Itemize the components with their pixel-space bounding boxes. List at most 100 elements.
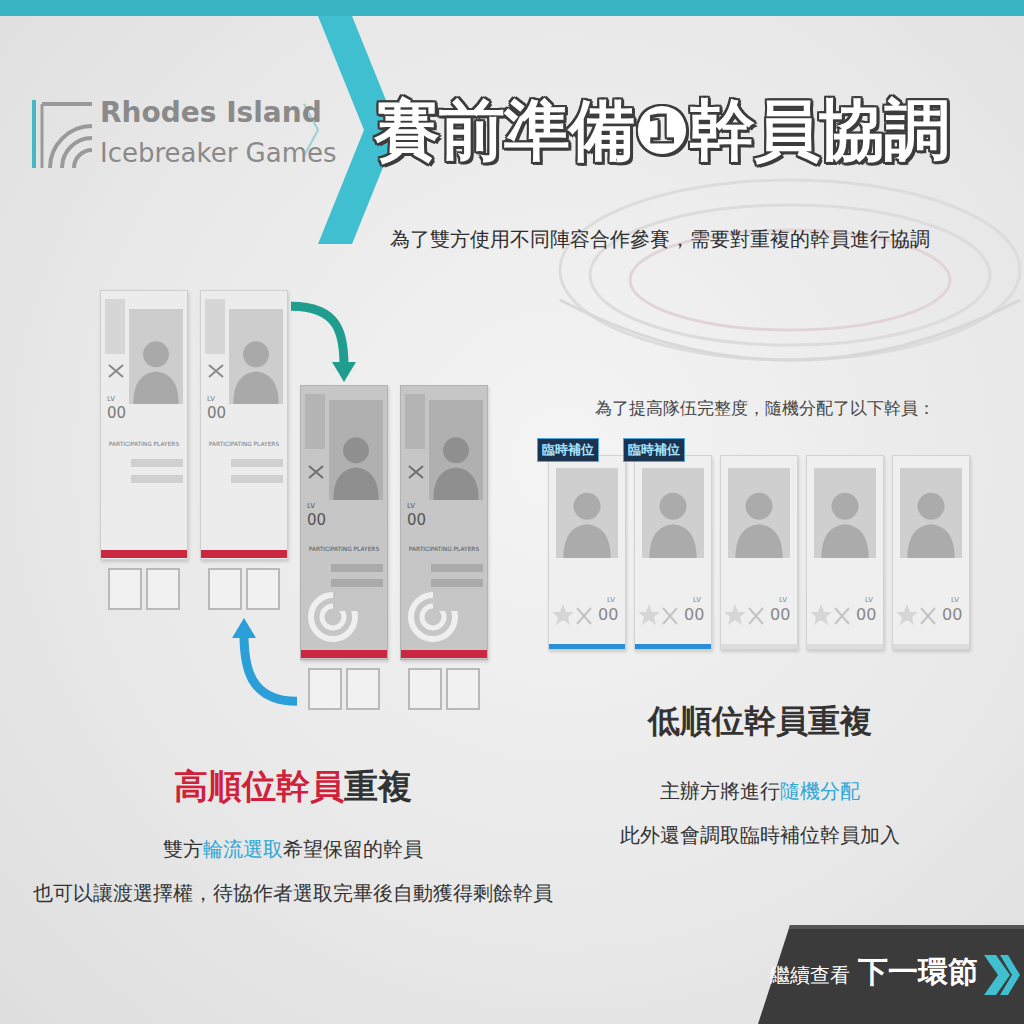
section-text: 輪流選取 (203, 836, 283, 863)
rank-stripe (893, 644, 969, 649)
rank-stripe (401, 650, 487, 658)
info-bar (231, 475, 283, 483)
portrait (900, 468, 962, 558)
rank-stripe (201, 550, 287, 558)
section-text: 隨機分配 (780, 778, 860, 805)
assign-note: 為了提高隊伍完整度，隨機分配了以下幹員： (595, 397, 935, 420)
temp-tag: 臨時補位 (623, 438, 685, 462)
slot-box (208, 568, 242, 610)
level-label: LV (865, 596, 873, 604)
info-bar (331, 564, 383, 572)
next-link: 下一環節 (858, 952, 978, 993)
card-body: LV00PARTICIPATING PLAYERS (200, 290, 288, 560)
text-line: Icebreaker Games (100, 138, 337, 168)
arrow-line (291, 306, 344, 366)
portrait (642, 468, 704, 558)
text-line: 主辦方將進行隨機分配 (660, 778, 860, 805)
text-line: Rhodes Island (100, 96, 322, 129)
text-line: 為了雙方使用不同陣容合作參賽，需要對重複的幹員進行協調 (390, 226, 930, 253)
section-text: 希望保留的幹員 (283, 836, 423, 863)
level-number: 00 (598, 605, 618, 624)
card-body: LV00 (548, 455, 626, 650)
portrait (556, 468, 618, 558)
rank-icons (553, 602, 595, 628)
level-number: 00 (107, 404, 126, 422)
info-bar (431, 564, 483, 572)
card-corner-block (405, 394, 425, 449)
class-icon (107, 363, 125, 379)
info-bar (331, 579, 383, 587)
next-link: 繼續查看 (770, 962, 850, 989)
level-label: LV (951, 596, 959, 604)
section-text: 主辦方將進行 (660, 778, 780, 805)
rank-stripe (807, 644, 883, 649)
card-caption: PARTICIPATING PLAYERS (101, 441, 187, 447)
slot-box (146, 568, 180, 610)
rank-icons (811, 602, 853, 628)
flow-arrow (232, 618, 297, 701)
text-line: 此外還會調取臨時補位幹員加入 (620, 822, 900, 849)
rank-icons (725, 602, 767, 628)
operator-card: LV00臨時補位 (548, 438, 626, 650)
brand-subtitle: Icebreaker Games (100, 138, 337, 168)
arrow-head (332, 362, 356, 382)
top-bar (0, 0, 1024, 16)
slot-box (308, 668, 342, 710)
card-corner-block (205, 299, 225, 354)
text-line: 雙方輪流選取希望保留的幹員 (163, 836, 423, 863)
level-label: LV (407, 502, 415, 510)
next-chevrons (984, 955, 1020, 995)
next-panel-edge (789, 925, 1024, 929)
operator-card: LV00PARTICIPATING PLAYERS (300, 385, 388, 718)
info-bar (431, 579, 483, 587)
card-body: LV00PARTICIPATING PLAYERS (400, 385, 488, 660)
info-bar (231, 459, 283, 467)
slot-box (446, 668, 480, 710)
operator-card: LV00 (892, 438, 970, 650)
slot-box (408, 668, 442, 710)
portrait (429, 400, 483, 500)
card-body: LV00PARTICIPATING PLAYERS (100, 290, 188, 560)
text-line: 低順位幹員重複 (648, 700, 872, 744)
card-caption: PARTICIPATING PLAYERS (201, 441, 287, 447)
operator-card: LV00 (720, 438, 798, 650)
page-title: 賽前準備❶幹員協調 (374, 86, 949, 176)
operator-card: LV00PARTICIPATING PLAYERS (100, 290, 188, 615)
level-label: LV (207, 395, 215, 403)
operator-card: LV00 (806, 438, 884, 650)
section-heading: 低順位幹員重複 (648, 700, 872, 744)
card-corner-block (305, 394, 325, 449)
section-text: 雙方 (163, 836, 203, 863)
arrow-head (232, 618, 256, 638)
text-line: 也可以讓渡選擇權，待協作者選取完畢後自動獲得剩餘幹員 (33, 880, 553, 907)
slot-box (246, 568, 280, 610)
section-heading: 重複 (344, 764, 412, 810)
section-text: 也可以讓渡選擇權，待協作者選取完畢後自動獲得剩餘幹員 (33, 880, 553, 907)
class-icon (207, 363, 225, 379)
level-number: 00 (207, 404, 226, 422)
card-caption: PARTICIPATING PLAYERS (401, 546, 487, 552)
portrait (814, 468, 876, 558)
operator-card: LV00PARTICIPATING PLAYERS (200, 290, 288, 615)
slot-box (346, 668, 380, 710)
ring-icon (407, 591, 459, 643)
level-label: LV (307, 502, 315, 510)
flow-arrow (291, 306, 356, 382)
section-heading: 高順位幹員 (174, 764, 344, 810)
slot-box (108, 568, 142, 610)
operator-card: LV00PARTICIPATING PLAYERS (400, 385, 488, 718)
class-icon (407, 464, 425, 480)
portrait (728, 468, 790, 558)
rank-stripe (301, 650, 387, 658)
ring-icon (307, 591, 359, 643)
rank-stripe (101, 550, 187, 558)
level-number: 00 (942, 605, 962, 624)
card-body: LV00 (634, 455, 712, 650)
card-body: LV00 (806, 455, 884, 650)
card-body: LV00PARTICIPATING PLAYERS (300, 385, 388, 660)
card-body: LV00 (720, 455, 798, 650)
section-text: 此外還會調取臨時補位幹員加入 (620, 822, 900, 849)
rank-stripe (721, 644, 797, 649)
level-label: LV (693, 596, 701, 604)
